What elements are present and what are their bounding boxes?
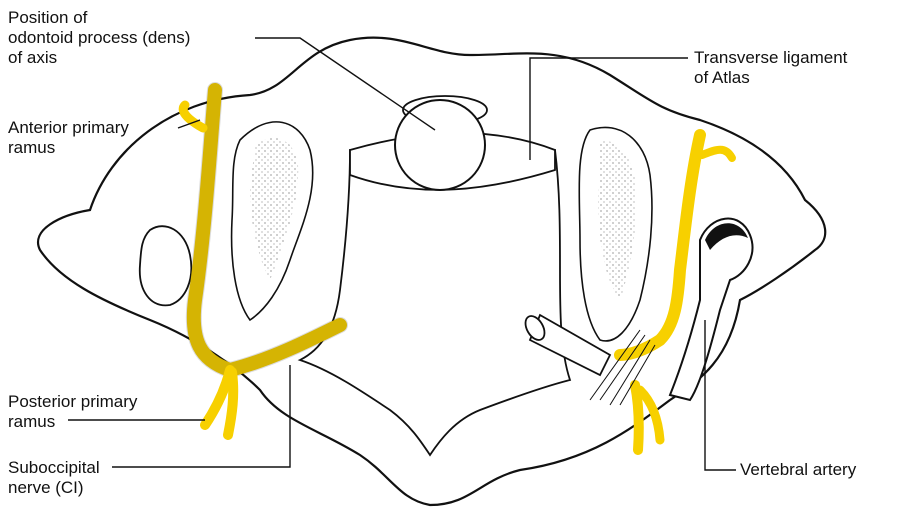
label-transverse-line2: of Atlas bbox=[694, 68, 847, 88]
dens-circle bbox=[395, 100, 485, 190]
label-posterior-line2: ramus bbox=[8, 412, 137, 432]
label-vertebral-line1: Vertebral artery bbox=[740, 460, 856, 480]
label-anterior-line1: Anterior primary bbox=[8, 118, 129, 138]
label-dens-line2: odontoid process (dens) bbox=[8, 28, 190, 48]
label-suboccipital-line2: nerve (CI) bbox=[8, 478, 100, 498]
label-transverse-line1: Transverse ligament bbox=[694, 48, 847, 68]
label-dens-line3: of axis bbox=[8, 48, 190, 68]
label-suboccipital-line1: Suboccipital bbox=[8, 458, 100, 478]
label-transverse-ligament: Transverse ligament of Atlas bbox=[694, 48, 847, 88]
label-vertebral-artery: Vertebral artery bbox=[740, 460, 856, 480]
label-dens: Position of odontoid process (dens) of a… bbox=[8, 8, 190, 68]
label-anterior-line2: ramus bbox=[8, 138, 129, 158]
label-posterior-line1: Posterior primary bbox=[8, 392, 137, 412]
label-suboccipital-nerve: Suboccipital nerve (CI) bbox=[8, 458, 100, 498]
left-transverse-foramen bbox=[140, 226, 192, 305]
label-posterior-ramus: Posterior primary ramus bbox=[8, 392, 137, 432]
label-anterior-ramus: Anterior primary ramus bbox=[8, 118, 129, 158]
label-dens-line1: Position of bbox=[8, 8, 190, 28]
